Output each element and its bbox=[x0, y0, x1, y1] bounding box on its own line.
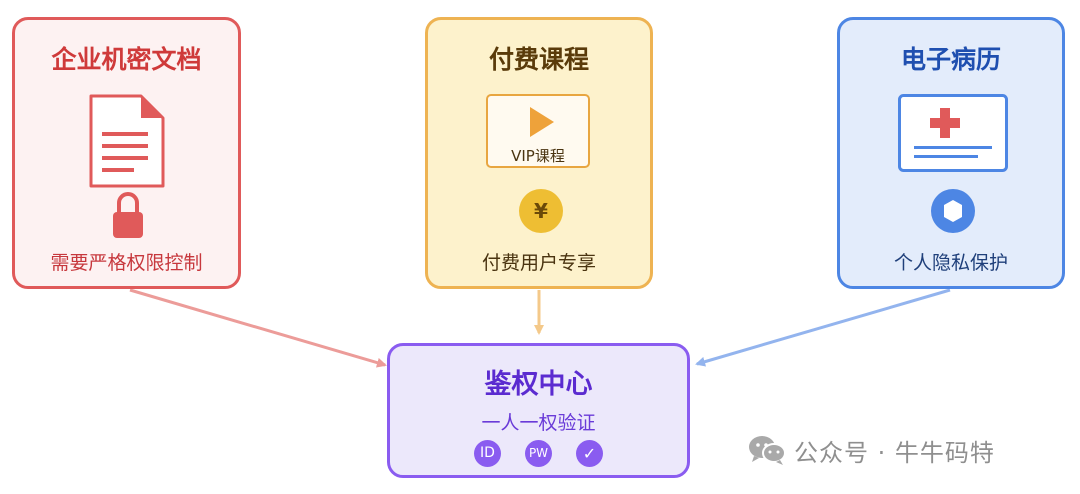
card-title: 付费课程 bbox=[488, 45, 589, 74]
card-auth-center: 鉴权中心 一人一权验证 ID PW ✓ bbox=[387, 343, 690, 478]
vip-label: VIP课程 bbox=[511, 147, 565, 165]
card-subtitle: 需要严格权限控制 bbox=[50, 252, 203, 274]
vip-video-frame: VIP课程 bbox=[486, 94, 590, 168]
watermark: 公众号 · 牛牛码特 bbox=[748, 434, 995, 467]
watermark-text: 公众号 · 牛牛码特 bbox=[794, 438, 995, 467]
card-subtitle: 付费用户专享 bbox=[481, 252, 596, 274]
coin-symbol: ¥ bbox=[534, 199, 548, 223]
medical-record-icon bbox=[898, 94, 1008, 172]
card-subtitle: 个人隐私保护 bbox=[893, 252, 1008, 274]
lock-icon bbox=[113, 192, 143, 238]
card-enterprise-docs: 企业机密文档 需要严格权限控制 bbox=[12, 17, 241, 289]
wechat-icon bbox=[749, 436, 786, 465]
card-title: 鉴权中心 bbox=[484, 369, 593, 400]
check-badge: ✓ bbox=[576, 440, 603, 467]
privacy-shield-icon bbox=[931, 189, 975, 233]
coin-icon: ¥ bbox=[519, 189, 563, 233]
id-badge: ID bbox=[474, 440, 501, 467]
document-icon bbox=[89, 94, 165, 188]
card-title: 企业机密文档 bbox=[51, 45, 202, 74]
card-subtitle: 一人一权验证 bbox=[481, 412, 596, 434]
arrow-ehr-to-auth bbox=[695, 288, 951, 367]
arrow-docs-to-auth bbox=[129, 288, 387, 368]
card-title: 电子病历 bbox=[900, 45, 1001, 74]
password-badge: PW bbox=[525, 440, 552, 467]
card-paid-course: 付费课程 VIP课程 ¥ 付费用户专享 bbox=[425, 17, 653, 289]
card-medical-record: 电子病历 个人隐私保护 bbox=[837, 17, 1065, 289]
play-icon bbox=[530, 107, 554, 137]
